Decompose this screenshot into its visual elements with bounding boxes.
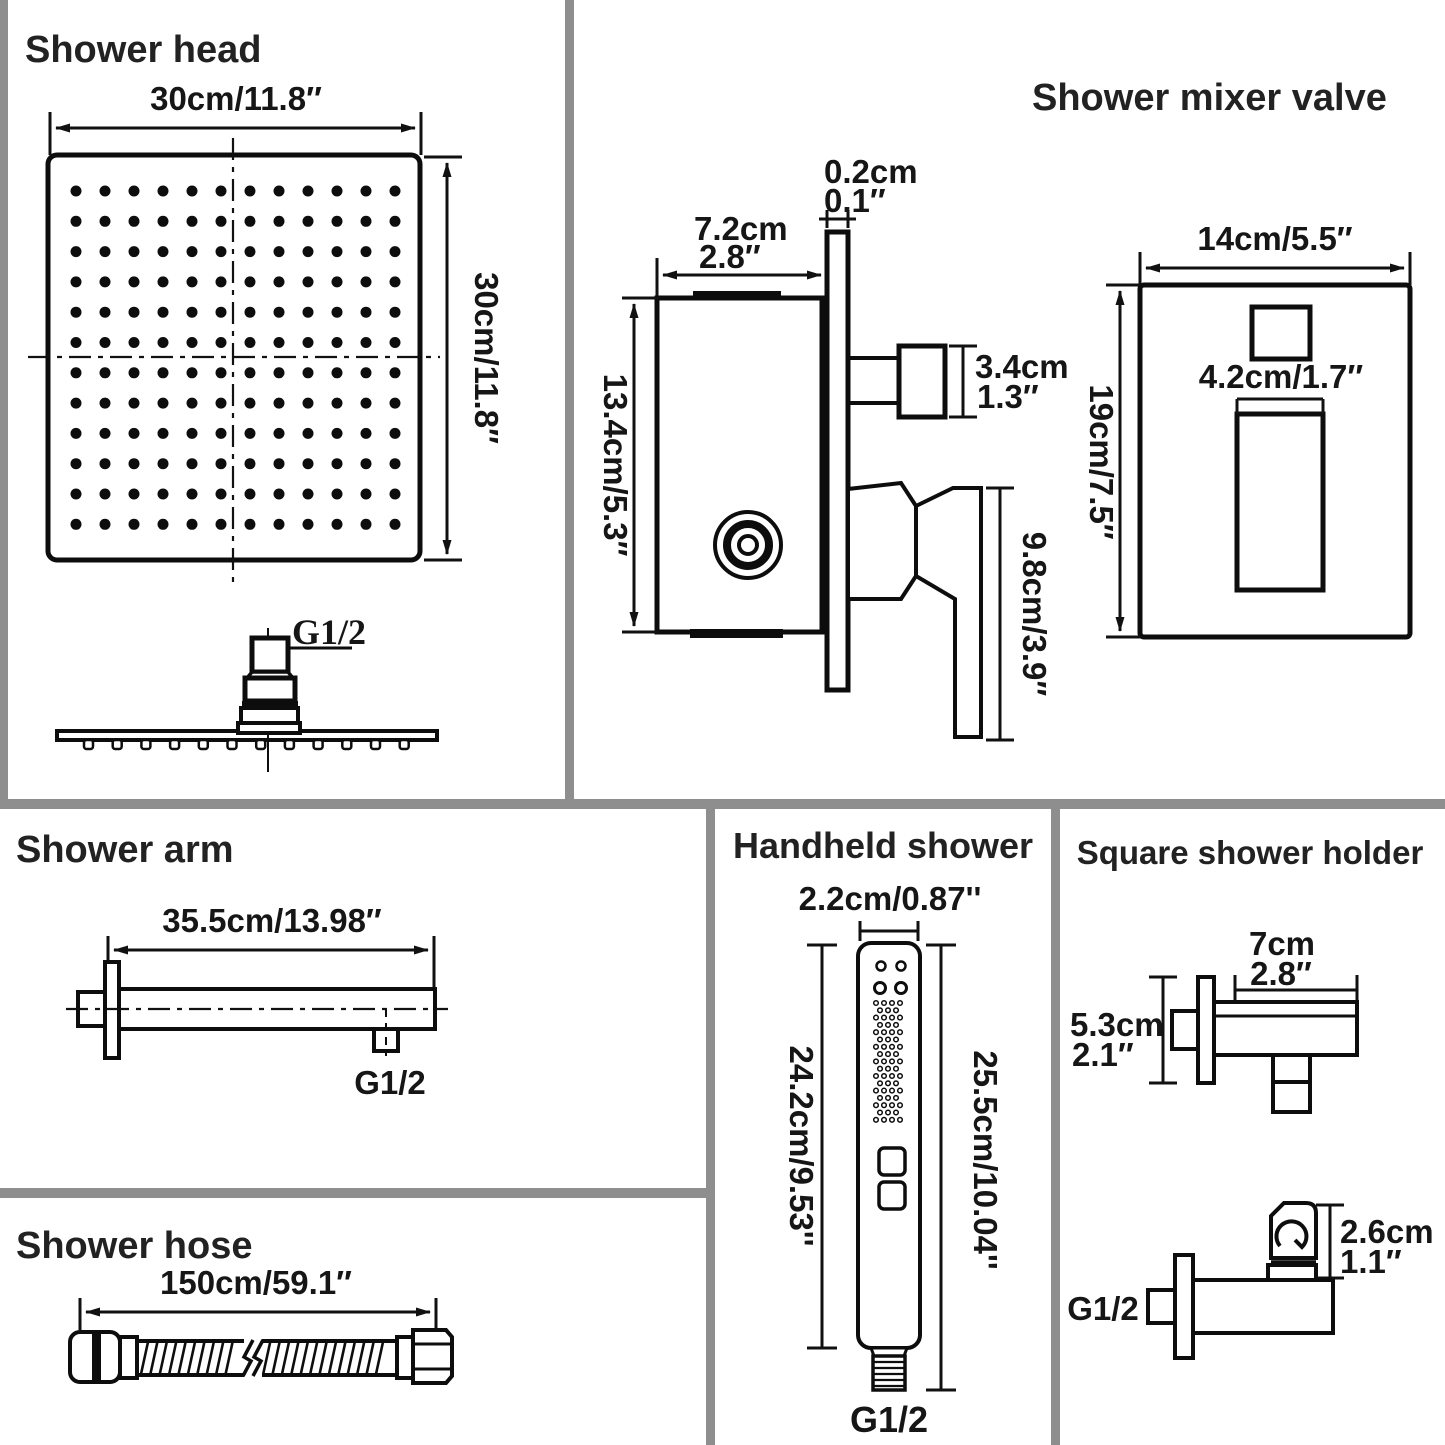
dim-label-arm-length: 35.5cm/13.98″ [162,902,382,939]
outlet-port [896,343,948,420]
dim-label-handle-height: 9.8cm/3.9″ [1016,532,1053,697]
dim-head-height: 30cm/11.8″ [424,155,505,562]
mode-button-2 [877,1180,907,1211]
panel-title: Shower mixer valve [1032,77,1387,119]
mixer-valve-front-view [1137,282,1413,640]
panel-handheld-shower: Handheld shower 2.2cm/0.87'' G1/2 24.2cm [733,825,1033,1440]
hose-hex-nut [411,1328,454,1385]
handheld-drawing: G1/2 [850,941,928,1440]
wall-connector [1170,1009,1200,1051]
dim-label-outlet-in: 1.3″ [977,378,1039,415]
mode-button-1 [877,1146,907,1177]
dim-label-holder-width-in: 2.8″ [1250,955,1312,992]
wall-flange [1173,1253,1195,1360]
panel-shower-arm: Shower arm 35.5cm/13.98″ G1/2 [16,829,448,1101]
lever-front [1234,411,1326,593]
dim-handheld-body-length: 24.2cm/9.53'' [783,943,837,1350]
shower-hose-drawing [68,1328,454,1385]
shower-head-nozzle-grid [70,185,401,530]
panel-title: Handheld shower [733,825,1033,866]
dim-body-depth: 7.2cm 2.8″ [655,210,822,296]
holder-top-drawing: 7cm 2.8″ 5.3cm 2.1″ [1070,925,1359,1114]
thread-label: G1/2 [354,1064,426,1101]
panel-shower-holder: Square shower holder 7cm 2.8″ 5.3cm 2.1″ [1067,834,1434,1360]
dim-arm-length: 35.5cm/13.98″ [106,902,436,988]
panel-title: Square shower holder [1077,834,1424,871]
dim-label-plate-thickness-cm: 0.2cm [824,153,918,190]
thread-label: G1/2 [1067,1290,1139,1327]
dim-label-clip-in: 1.1″ [1340,1243,1402,1280]
holder-bottom-drawing: 2.6cm 1.1″ G1/2 [1067,1201,1434,1360]
dim-head-width: 30cm/11.8″ [48,80,423,155]
thread-label: G1/2 [850,1399,928,1440]
dim-label-holder-height-in: 2.1″ [1072,1036,1134,1073]
dim-label-handheld-width: 2.2cm/0.87'' [799,880,982,917]
handheld-wand [856,941,922,1350]
dim-label-handle-width: 4.2cm/1.7″ [1199,358,1364,395]
dim-label-holder-width-cm: 7cm [1249,925,1315,962]
mixer-valve-side-view [654,229,983,739]
dim-label-body-depth-in: 2.8″ [699,238,761,275]
wall-connector [1146,1288,1177,1325]
holder-body [1212,1000,1359,1057]
panel-title: Shower hose [16,1225,253,1267]
dim-hose-length: 150cm/59.1″ [78,1264,438,1330]
dim-plate-height: 19cm/7.5″ [1083,283,1140,639]
panel-mixer-valve: Shower mixer valve 0.2cm 0.1″ [597,77,1413,742]
dim-label-body-height: 13.4cm/5.3″ [597,374,634,557]
shower-head-side-view: G1/2 [55,612,439,772]
dim-body-height: 13.4cm/5.3″ [597,296,660,634]
dim-label-head-height: 30cm/11.8″ [468,272,505,444]
dim-label-plate-height: 19cm/7.5″ [1083,384,1120,539]
supply-body [1191,1278,1335,1335]
dim-label-holder-height-cm: 5.3cm [1070,1006,1164,1043]
shower-arm-drawing: G1/2 [66,960,448,1101]
dim-label-plate-width: 14cm/5.5″ [1197,220,1352,257]
panel-title: Shower arm [16,829,234,871]
dim-label-body-depth-cm: 7.2cm [694,210,788,247]
dim-label-outlet-cm: 3.4cm [975,348,1069,385]
thread-pipe [249,635,291,675]
dim-handheld-width [858,921,920,941]
panel-shower-hose: Shower hose 150cm/59.1″ [16,1225,454,1385]
dim-plate-width: 14cm/5.5″ [1138,220,1412,285]
thread-label: G1/2 [292,612,366,652]
dim-label-hose-length: 150cm/59.1″ [160,1264,352,1301]
dim-label-handheld-body-length: 24.2cm/9.53'' [783,1045,820,1246]
dim-label-clip-cm: 2.6cm [1340,1213,1434,1250]
panel-shower-head: Shower head 30cm/11.8″ 30cm/11.8″ [25,29,505,772]
spray-hole-grid [872,999,904,1123]
handle-lever [914,486,983,739]
dim-label-handheld-total-length: 25.5cm/10.04'' [967,1050,1004,1269]
dim-outlet: 3.4cm 1.3″ [949,344,1069,419]
panel-title: Shower head [25,29,262,71]
dim-label-head-width: 30cm/11.8″ [150,80,322,117]
dim-plate-thickness: 0.2cm 0.1″ [819,153,918,228]
dim-label-plate-thickness-in: 0.1″ [824,182,886,219]
dim-handheld-total-length: 25.5cm/10.04'' [926,943,1004,1392]
dim-handle-height: 9.8cm/3.9″ [986,486,1053,742]
diverter-button [1249,304,1313,362]
handle-hub [846,480,918,601]
dim-handle-width: 4.2cm/1.7″ [1199,358,1364,414]
wall-flange [1196,975,1216,1085]
